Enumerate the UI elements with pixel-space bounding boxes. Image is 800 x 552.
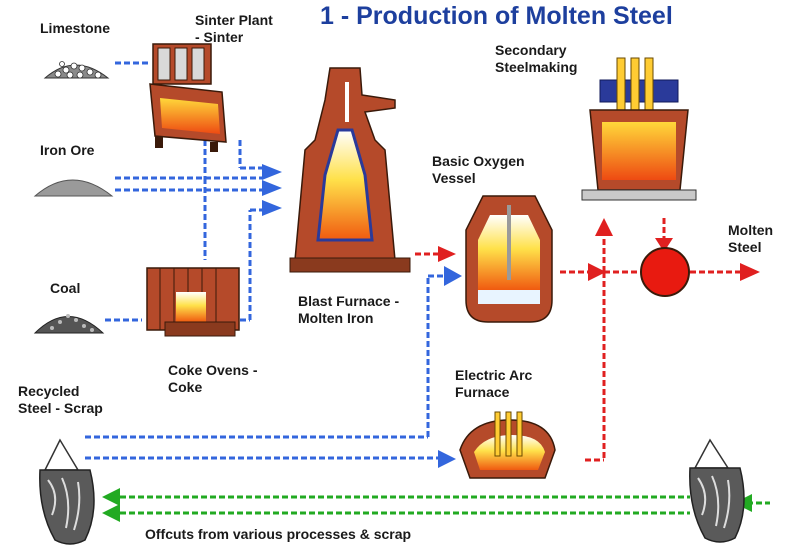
coke-ovens-machine bbox=[146, 267, 240, 337]
recycled-scrap-label: Recycled Steel - Scrap bbox=[18, 383, 103, 416]
diagram-title: 1 - Production of Molten Steel bbox=[320, 2, 673, 30]
limestone-pile bbox=[43, 61, 110, 79]
blue-arrowheads bbox=[262, 164, 462, 468]
blue-flow-lines bbox=[85, 61, 448, 460]
green-arrowheads bbox=[102, 488, 752, 522]
offcuts-scrap-bundle-right bbox=[689, 438, 745, 543]
iron-ore-pile bbox=[33, 179, 114, 197]
molten-steel-ladle bbox=[640, 247, 690, 297]
coal-label: Coal bbox=[50, 280, 81, 296]
blast-furnace-label: Blast Furnace - Molten Iron bbox=[298, 293, 400, 326]
sinter-plant-machine bbox=[149, 43, 227, 152]
sinter-plant-label: Sinter Plant - Sinter bbox=[195, 12, 273, 45]
red-flow-lines bbox=[415, 218, 740, 462]
iron-ore-label: Iron Ore bbox=[40, 142, 95, 158]
limestone-label: Limestone bbox=[40, 20, 111, 36]
green-flow-lines bbox=[120, 495, 770, 515]
blast-furnace-machine bbox=[289, 67, 411, 273]
coal-pile bbox=[33, 314, 105, 334]
offcuts-label: Offcuts from various processes & scrap bbox=[145, 526, 412, 542]
red-arrowheads bbox=[438, 218, 760, 281]
electric-arc-furnace-label: Electric Arc Furnace bbox=[455, 367, 533, 400]
basic-oxygen-vessel-machine bbox=[465, 195, 553, 323]
secondary-steelmaking-label: Secondary Steelmaking bbox=[495, 42, 578, 75]
secondary-steelmaking-machine bbox=[581, 57, 697, 201]
recycled-scrap-bundle-left bbox=[39, 438, 95, 545]
coke-ovens-label: Coke Ovens - Coke bbox=[168, 362, 258, 395]
electric-arc-furnace-machine bbox=[459, 411, 556, 479]
basic-oxygen-vessel-label: Basic Oxygen Vessel bbox=[432, 153, 525, 186]
molten-steel-label: Molten Steel bbox=[728, 222, 774, 255]
